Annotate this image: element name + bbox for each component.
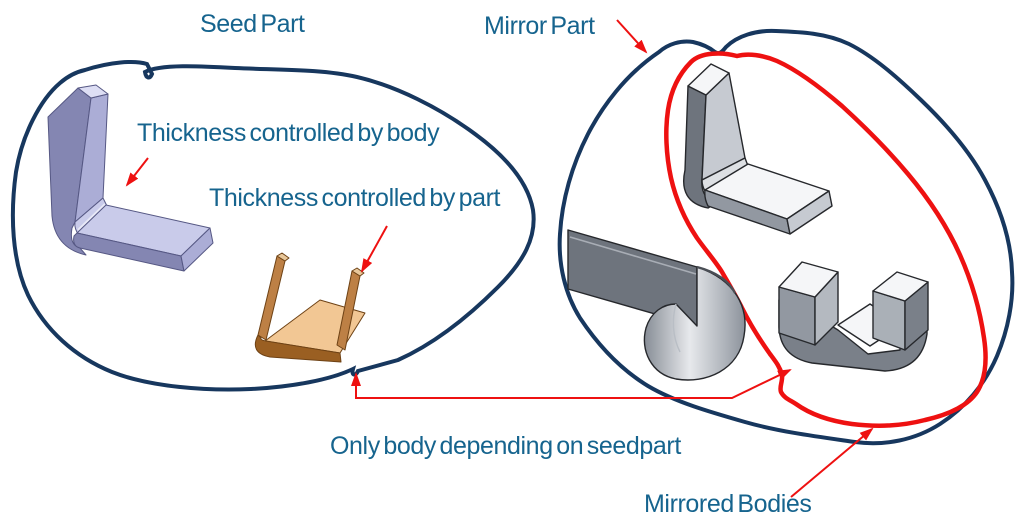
label-mirrored-bodies: Mirrored Bodies — [644, 490, 812, 518]
annotation-arrows — [125, 19, 874, 498]
seed-part-loop — [10, 60, 536, 392]
mirrored-bodies-loop — [664, 51, 988, 428]
swept-body-mirrored — [567, 229, 746, 381]
label-only-body: Only body depending on seedpart — [330, 432, 681, 460]
thickness-part-arrow — [361, 225, 388, 273]
label-thickness-body: Thickness controlled by body — [137, 119, 440, 147]
thickness-body-arrow — [125, 157, 149, 187]
mirror-part-arrow — [616, 19, 648, 54]
label-thickness-part: Thickness controlled by part — [209, 184, 501, 212]
u-channel-part-seed — [254, 252, 366, 363]
label-mirror-part: Mirror Part — [484, 12, 595, 40]
l-bracket-body-mirrored — [683, 63, 833, 235]
l-bracket-body-seed — [47, 84, 214, 272]
mirrored-bodies-arrow — [790, 427, 874, 498]
label-seed-part: Seed Part — [200, 10, 305, 38]
only-body-connector — [351, 369, 792, 399]
u-body-mirrored — [778, 261, 929, 372]
mirror-part-loop — [557, 28, 1015, 446]
